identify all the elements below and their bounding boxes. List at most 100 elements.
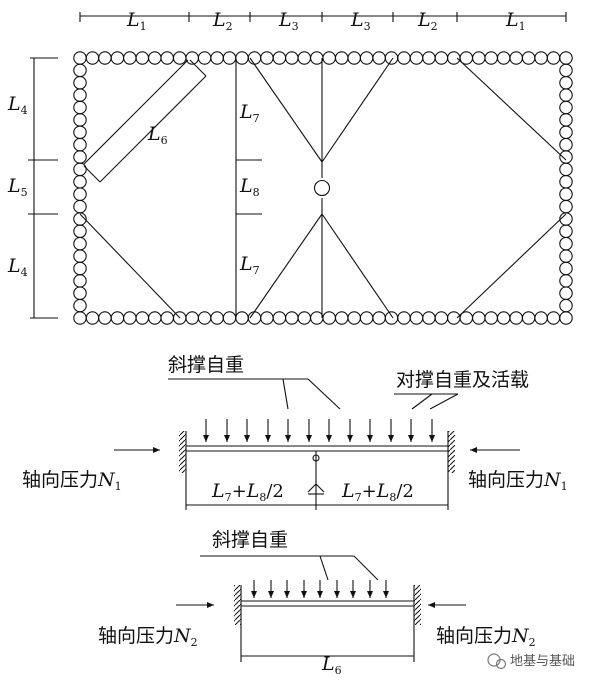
dim-top-3: L3 bbox=[278, 9, 299, 33]
label-span-right: L7+L8/2 bbox=[341, 480, 414, 504]
pile-circle bbox=[559, 298, 573, 313]
pile-circle bbox=[297, 311, 312, 325]
pile-circle bbox=[73, 311, 87, 325]
plan-view bbox=[28, 12, 573, 325]
pile-circle bbox=[73, 162, 87, 177]
label-strut-weight-live-load: 对撑自重及活载 bbox=[396, 369, 529, 391]
pile-circle bbox=[434, 51, 449, 65]
dim-inner-2: L8 bbox=[239, 175, 260, 199]
top-dimension-line bbox=[79, 12, 567, 22]
pile-circle bbox=[347, 311, 361, 325]
pile-circle bbox=[160, 311, 174, 325]
pile-circle bbox=[546, 51, 561, 65]
pile-circle bbox=[559, 162, 573, 177]
pile-circle bbox=[148, 51, 162, 65]
pile-circle bbox=[559, 88, 573, 102]
dim-inner-3: L7 bbox=[239, 253, 260, 277]
pile-circle bbox=[73, 51, 87, 65]
pile-circle bbox=[210, 51, 224, 65]
diagonal-dimension-line bbox=[83, 59, 207, 183]
pile-circle bbox=[85, 51, 100, 65]
pile-circle bbox=[559, 100, 573, 115]
pile-circle bbox=[73, 187, 87, 201]
pile-circle bbox=[534, 51, 548, 65]
pile-circle bbox=[285, 51, 299, 65]
pile-circle bbox=[285, 311, 299, 325]
pile-circle bbox=[235, 311, 249, 325]
pile-circle bbox=[422, 311, 436, 325]
pile-row bbox=[73, 51, 573, 325]
fixed-support-right-2 bbox=[414, 585, 421, 625]
pile-circle bbox=[310, 311, 324, 325]
label-span-left: L7+L8/2 bbox=[211, 480, 284, 504]
pile-circle bbox=[73, 224, 87, 239]
pile-circle bbox=[447, 51, 461, 65]
pile-circle bbox=[110, 311, 125, 325]
pile-circle bbox=[73, 150, 87, 164]
pile-circle bbox=[334, 311, 349, 325]
pile-circle bbox=[521, 311, 536, 325]
pile-circle bbox=[347, 51, 361, 65]
label-span-l6: L6 bbox=[321, 653, 342, 677]
dim-left-1: L4 bbox=[7, 93, 28, 117]
pile-circle bbox=[496, 311, 511, 325]
dim-inner-1: L7 bbox=[239, 101, 260, 125]
pile-circle bbox=[260, 51, 274, 65]
watermark-text: 地基与基础 bbox=[510, 654, 575, 669]
pile-circle bbox=[73, 113, 87, 127]
pile-circle bbox=[484, 311, 498, 325]
pile-circle bbox=[73, 100, 87, 115]
dim-top-1: L1 bbox=[126, 9, 147, 33]
pile-circle bbox=[559, 199, 573, 214]
pile-circle bbox=[123, 311, 137, 325]
pile-circle bbox=[73, 63, 87, 78]
pile-circle bbox=[484, 51, 498, 65]
pile-circle bbox=[559, 76, 573, 90]
pile-circle bbox=[359, 51, 374, 65]
beam-2-labels: 斜撑自重 轴向压力N2 轴向压力N2 L6 bbox=[98, 529, 536, 677]
pile-circle bbox=[397, 51, 411, 65]
pile-circle bbox=[409, 311, 424, 325]
beam-1-labels: 斜撑自重 对撑自重及活载 轴向压力N1 轴向压力N1 L7+L8/2 L7+L8… bbox=[22, 354, 568, 504]
pile-circle bbox=[172, 51, 187, 65]
pile-circle bbox=[272, 311, 287, 325]
fixed-support-left bbox=[179, 431, 186, 473]
pile-circle bbox=[384, 51, 399, 65]
pile-circle bbox=[310, 51, 324, 65]
pile-circle bbox=[123, 51, 137, 65]
pile-circle bbox=[148, 311, 162, 325]
pile-circle bbox=[559, 261, 573, 276]
pile-circle bbox=[359, 311, 374, 325]
bracing-members bbox=[79, 57, 567, 319]
pile-circle bbox=[559, 125, 573, 140]
beam-2-distributed-load bbox=[251, 580, 389, 598]
pile-circle bbox=[472, 51, 486, 65]
pile-circle bbox=[73, 125, 87, 140]
pile-circle bbox=[509, 311, 523, 325]
pile-circle bbox=[559, 274, 573, 288]
fixed-support-left-2 bbox=[234, 585, 241, 625]
pile-circle bbox=[334, 51, 349, 65]
pile-circle bbox=[559, 150, 573, 164]
inner-dimension-line bbox=[236, 159, 262, 215]
pile-circle bbox=[434, 311, 449, 325]
pile-circle bbox=[559, 286, 573, 300]
plan-labels: L1 L2 L3 L3 L2 L1 L4 L5 L4 L7 L8 L7 L6 bbox=[7, 9, 526, 279]
pile-circle bbox=[160, 51, 174, 65]
pile-circle bbox=[559, 249, 573, 263]
pile-circle bbox=[496, 51, 511, 65]
pile-circle bbox=[73, 298, 87, 313]
pile-circle bbox=[73, 199, 87, 214]
pile-circle bbox=[98, 311, 112, 325]
pile-circle bbox=[422, 51, 436, 65]
pile-circle bbox=[197, 51, 212, 65]
pile-circle bbox=[222, 51, 237, 65]
pile-circle bbox=[73, 249, 87, 263]
dim-diagonal: L6 bbox=[147, 123, 168, 147]
pile-circle bbox=[73, 236, 87, 251]
pile-circle bbox=[559, 63, 573, 78]
pile-circle bbox=[472, 311, 486, 325]
pile-circle bbox=[559, 137, 573, 152]
pile-circle bbox=[397, 311, 411, 325]
